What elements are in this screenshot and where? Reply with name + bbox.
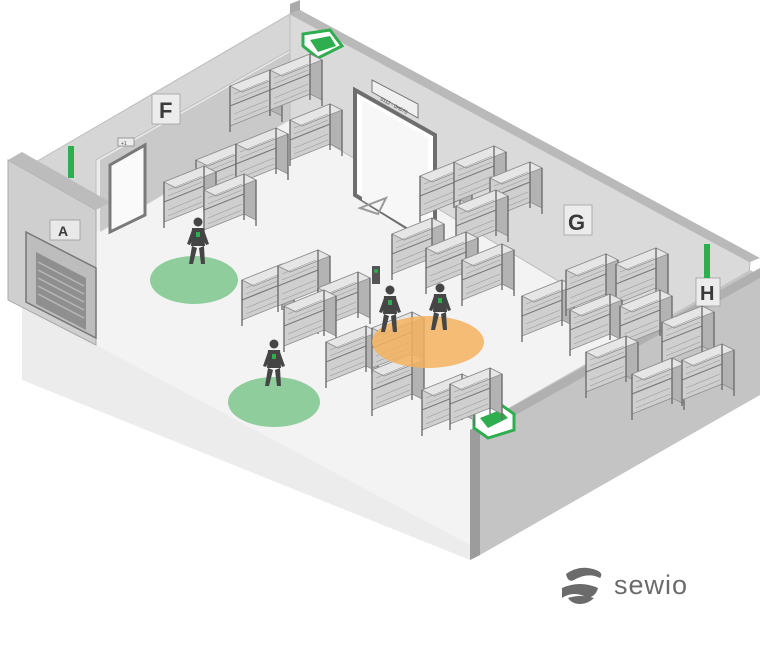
brand-name: sewio xyxy=(614,570,688,600)
zone-label-a: A xyxy=(58,223,68,239)
safe-zone xyxy=(228,377,320,427)
zone-label-h: H xyxy=(700,283,714,305)
exit-sign: +1 xyxy=(121,141,127,147)
zone-label-f: F xyxy=(159,98,172,123)
anchor-icon xyxy=(301,28,345,60)
sewio-logo-icon xyxy=(562,567,602,604)
zone-label-g: G xyxy=(568,210,585,235)
safe-zone xyxy=(150,256,238,304)
anchor-icon xyxy=(68,146,74,178)
side-door xyxy=(108,142,147,235)
floor-arrow xyxy=(357,196,389,216)
alert-zone xyxy=(372,316,484,368)
forklift-icon xyxy=(372,266,380,284)
anchor-icon xyxy=(704,244,710,278)
